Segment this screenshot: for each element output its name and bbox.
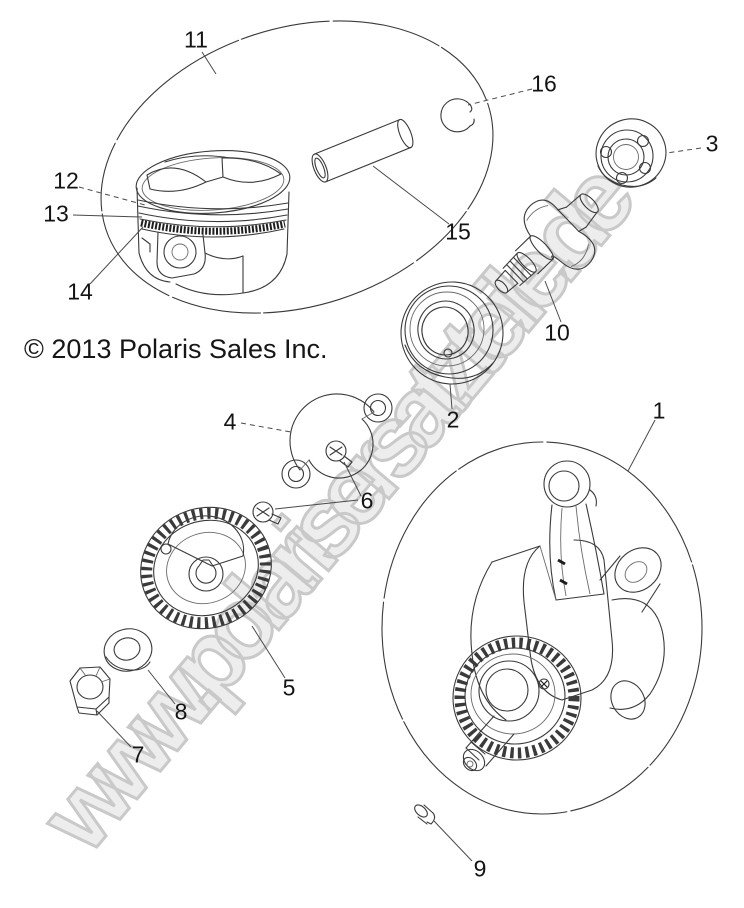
crankshaft-drawing (453, 461, 670, 775)
callout-1: 1 (652, 397, 666, 424)
washer-drawing (100, 624, 157, 676)
screw-a-drawing (326, 441, 352, 467)
piston-group-ellipse (63, 0, 531, 361)
copyright-text: © 2013 Polaris Sales Inc. (24, 334, 328, 364)
screw-b-drawing (253, 502, 281, 524)
callout-3: 3 (705, 130, 719, 157)
callout-16: 16 (531, 70, 557, 97)
callout-4: 4 (223, 408, 237, 435)
callout-13: 13 (43, 200, 69, 227)
circlip-drawing (441, 99, 474, 132)
callout-12: 12 (53, 167, 79, 194)
piston-drawing (134, 146, 292, 295)
balance-gear-drawing (123, 489, 288, 647)
callout-8: 8 (174, 698, 188, 725)
callout-9: 9 (473, 855, 487, 882)
retainer-drawing (282, 394, 392, 488)
crank-group-ellipse (382, 442, 702, 814)
pin9-drawing (412, 803, 434, 824)
leader-lines (73, 52, 701, 861)
callout-15: 15 (445, 218, 471, 245)
bearing3-drawing (586, 109, 675, 197)
bearing2-drawing (388, 269, 517, 398)
nut-drawing (70, 667, 110, 715)
callout-7: 7 (131, 741, 145, 768)
piston-pin-drawing (309, 118, 416, 185)
callout-11: 11 (184, 26, 208, 53)
callout-10: 10 (544, 319, 570, 346)
callout-14: 14 (67, 278, 93, 305)
balancer-shaft-drawing (472, 172, 623, 322)
callout-5: 5 (282, 674, 296, 701)
callout-6: 6 (360, 487, 374, 514)
callout-2: 2 (446, 406, 460, 433)
